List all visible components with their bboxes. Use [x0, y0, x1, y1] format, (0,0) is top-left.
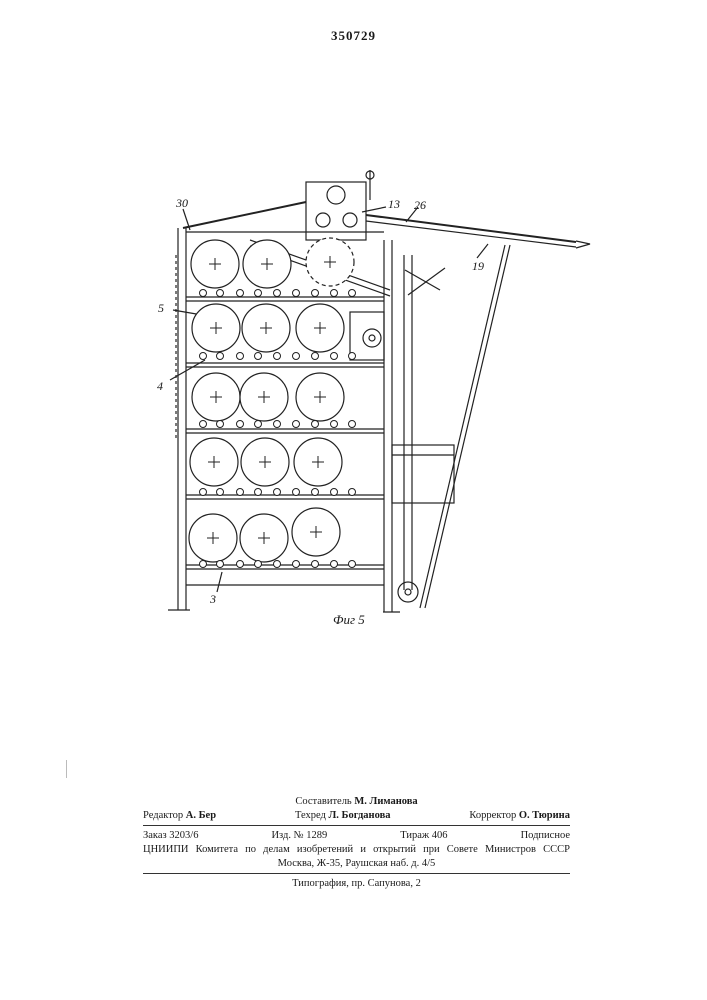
colophon: Составитель М. Лиманова Редактор А. Бер …: [143, 795, 570, 891]
scan-mark: [66, 760, 67, 778]
techred-label: Техред: [295, 810, 326, 821]
org-word: Комитета: [196, 843, 238, 857]
techred-name: Л. Богданова: [328, 810, 390, 821]
inclined-strut: [420, 245, 505, 608]
org-word: при: [423, 843, 440, 857]
compiler-label: Составитель: [295, 795, 351, 809]
side-box: [392, 445, 454, 503]
divider: [143, 873, 570, 874]
label-4: 4: [157, 379, 163, 393]
compiler-row: Составитель М. Лиманова: [143, 795, 570, 809]
printer: Типография, пр. Сапунова, 2: [292, 877, 421, 891]
org-word: открытий: [373, 843, 416, 857]
subscription: Подписное: [521, 829, 570, 843]
rolls: [189, 238, 354, 562]
org-word: и: [360, 843, 366, 857]
label-30: 30: [175, 196, 188, 210]
bottom-pulley: [398, 582, 418, 602]
order-number: Заказ 3203/6: [143, 829, 198, 843]
belt-left: [183, 202, 306, 228]
org-word: ЦНИИПИ: [143, 843, 189, 857]
drive-head: [306, 182, 366, 240]
org-word: по: [245, 843, 256, 857]
circulation: Тираж 406: [400, 829, 447, 843]
address: Москва, Ж-35, Раушская наб. д. 4/5: [278, 857, 436, 871]
label-26: 26: [414, 198, 426, 212]
corrector-label: Корректор: [469, 810, 516, 821]
label-5: 5: [158, 301, 164, 315]
compiler-name: М. Лиманова: [354, 795, 417, 809]
order-row: Заказ 3203/6 Изд. № 1289 Тираж 406 Подпи…: [143, 829, 570, 843]
printer-line: Типография, пр. Сапунова, 2: [143, 877, 570, 891]
editor-name: А. Бер: [186, 810, 216, 821]
address-line: Москва, Ж-35, Раушская наб. д. 4/5: [143, 857, 570, 871]
corrector-name: О. Тюрина: [519, 810, 570, 821]
figure-caption: Фиг 5: [333, 612, 365, 627]
label-3: 3: [209, 592, 216, 606]
organization-line: ЦНИИПИ Комитета по делам изобретений и о…: [143, 843, 570, 857]
org-word: делам: [263, 843, 290, 857]
divider: [143, 825, 570, 826]
label-19: 19: [472, 259, 484, 273]
staff-row: Редактор А. Бер Техред Л. Богданова Корр…: [143, 809, 570, 823]
org-word: изобретений: [297, 843, 353, 857]
org-word: СССР: [543, 843, 570, 857]
org-word: Совете: [447, 843, 478, 857]
edition-number: Изд. № 1289: [271, 829, 327, 843]
belt-right: [366, 215, 576, 242]
label-13: 13: [388, 197, 400, 211]
org-word: Министров: [485, 843, 536, 857]
editor-label: Редактор: [143, 810, 183, 821]
